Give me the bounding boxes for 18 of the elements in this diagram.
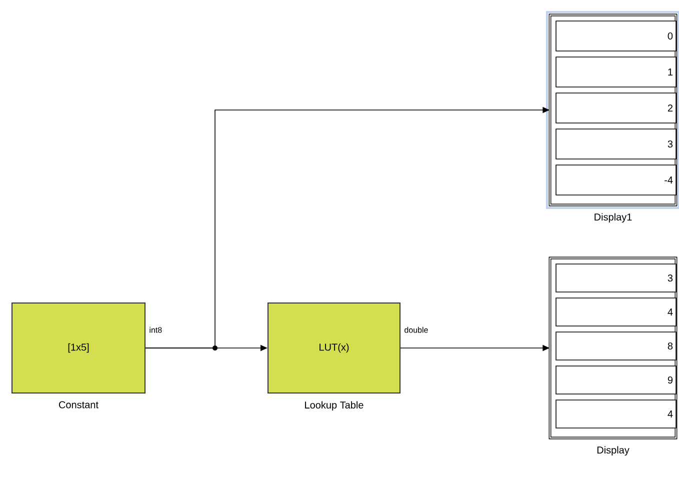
display-cell: 2 (556, 92, 676, 124)
display-cell: 3 (556, 128, 676, 160)
display-cell: 4 (556, 298, 676, 326)
display-cell: 8 (556, 332, 676, 360)
block-name: Display1 (594, 213, 632, 223)
display-cell: 9 (556, 366, 676, 394)
edge-label: int8 (150, 326, 162, 333)
display-cell: 1 (556, 56, 676, 88)
block-name: Display (597, 446, 630, 456)
function-block: LUT(x) (268, 302, 400, 394)
display-cell: 3 (556, 264, 676, 292)
display-cell: 4 (556, 400, 676, 428)
block-name: Constant (59, 401, 98, 408)
display-cell: -4 (556, 164, 676, 196)
edge-label: double (404, 326, 428, 333)
display-cell: 0 (556, 20, 676, 52)
block-name: Lookup Table (305, 401, 364, 411)
function-block: [1x5] (12, 302, 146, 394)
